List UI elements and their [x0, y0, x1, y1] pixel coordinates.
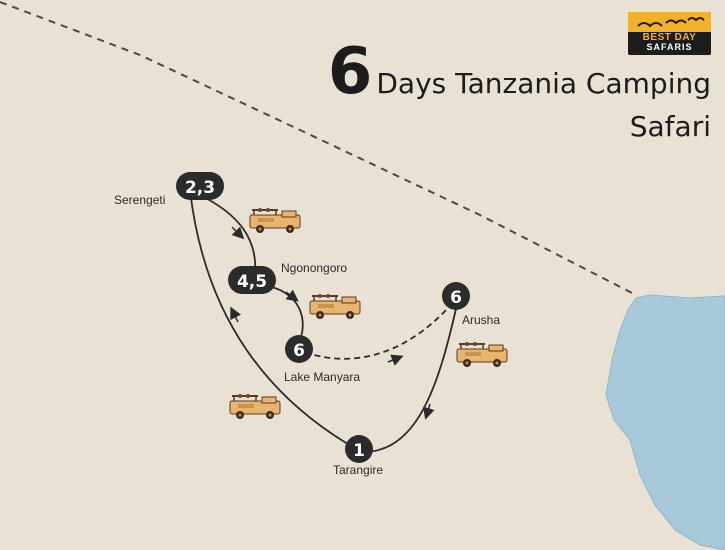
safari-vehicle-icon: [229, 393, 281, 420]
page-title: 6 Days Tanzania Camping Safari: [328, 40, 711, 143]
stop-label: Lake Manyara: [284, 370, 360, 384]
brand-logo: BEST DAY SAFARIS: [628, 12, 711, 55]
stop-label: Serengeti: [114, 193, 165, 207]
route-arrow-tarangire: [422, 403, 435, 420]
route-tarangire-to-arusha: [364, 299, 459, 453]
route-serengeti-to-tarangire: [189, 189, 359, 451]
logo-text-bottom: SAFARIS: [646, 42, 693, 52]
stop-lake-manyara[interactable]: 6: [285, 335, 313, 363]
water-body: [605, 294, 725, 550]
bird-icon: [637, 17, 705, 28]
logo-text-top: BEST DAY: [642, 32, 697, 43]
title-line-2: Safari: [629, 110, 711, 143]
title-text: Days Tanzania Camping: [376, 67, 711, 100]
stop-serengeti[interactable]: 2,3: [176, 172, 224, 200]
stop-badge: 6: [450, 288, 462, 308]
safari-vehicle-icon: [249, 207, 301, 234]
stop-badge: 4,5: [237, 272, 267, 292]
stop-badge: 2,3: [185, 178, 215, 198]
stop-label: Tarangire: [333, 463, 383, 477]
safari-vehicle-icon: [309, 293, 361, 320]
route-serengeti-to-ngorongoro: [199, 194, 257, 276]
route-manyara-to-arusha: [304, 299, 456, 360]
safari-vehicle-icon: [456, 341, 508, 368]
title-day-count: 6: [327, 35, 373, 109]
route-arrow-up: [230, 306, 242, 323]
logo-sky: [628, 12, 711, 32]
border-line: [0, 1, 637, 296]
title-line-1: 6 Days Tanzania Camping: [328, 40, 711, 104]
stop-badge: 6: [293, 341, 305, 361]
stop-ngorongoro[interactable]: 4,5: [228, 266, 276, 294]
stop-arusha[interactable]: 6: [442, 282, 470, 310]
stop-tarangire[interactable]: 1: [345, 435, 373, 463]
route-arrow-manyara: [285, 289, 299, 302]
route-arrow-ngoro: [231, 226, 245, 240]
stop-badge: 1: [353, 441, 365, 461]
stop-label: Ngonongoro: [281, 261, 347, 275]
stop-label: Arusha: [462, 313, 500, 327]
route-arrow-arusha: [387, 354, 404, 366]
